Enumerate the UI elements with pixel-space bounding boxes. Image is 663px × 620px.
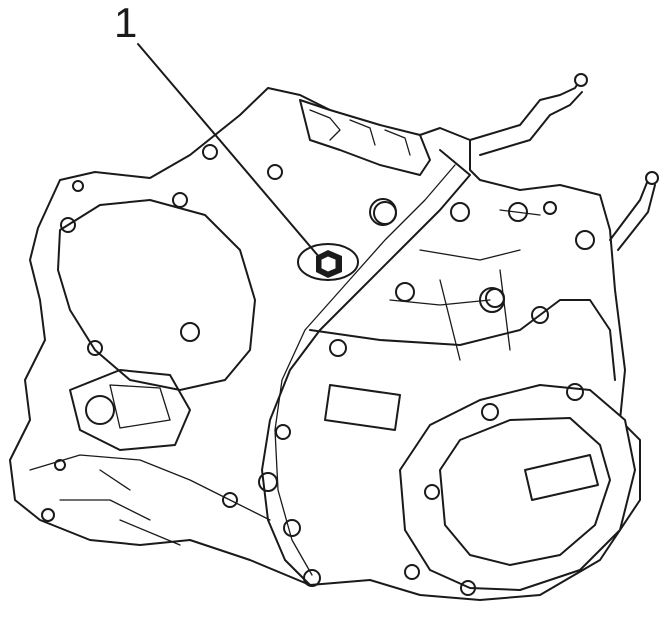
switch-boss: [297, 243, 359, 281]
shift-tower: [299, 99, 431, 176]
shift-tower-detail: [309, 109, 411, 156]
case-flange: [261, 149, 471, 586]
gear-case: [309, 299, 616, 381]
end-cover-inner: [439, 417, 611, 566]
case-flange-inner: [274, 164, 456, 576]
switch-hex: [321, 256, 336, 272]
drain-plug: [369, 198, 397, 226]
gear-case-ribs: [389, 209, 541, 361]
end-cover: [399, 384, 636, 591]
selector-rod-ball: [645, 171, 659, 185]
shift-lever-ball: [574, 73, 588, 87]
lower-housing: [29, 454, 271, 546]
mounting-bracket: [69, 369, 191, 451]
mounting-bracket-slot: [109, 384, 171, 429]
nameplate: [324, 384, 401, 431]
mount-hole: [85, 395, 115, 425]
end-cover-plate: [524, 454, 599, 501]
callout-leader-line: [137, 43, 321, 259]
selector-rod: [609, 179, 656, 251]
bell-housing-face: [57, 199, 256, 391]
bolt-heads: [41, 144, 595, 596]
callout-label-1: 1: [114, 0, 138, 46]
shift-lever-arm: [469, 79, 583, 156]
breather-port: [479, 287, 505, 313]
